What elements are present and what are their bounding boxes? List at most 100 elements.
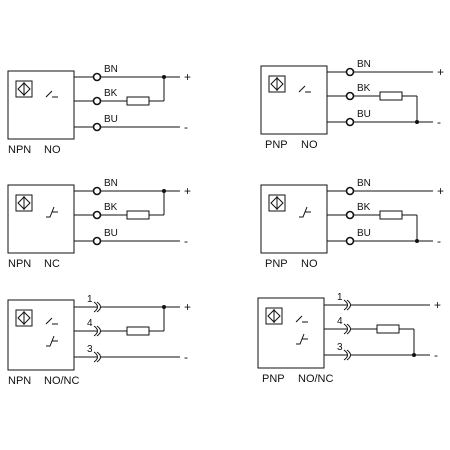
supply-negative-label: -: [184, 350, 188, 364]
terminal-icon: [92, 96, 102, 106]
wire-label-2: 4: [87, 318, 93, 329]
connector-icon: [343, 299, 348, 311]
diagram-5: 1 4 3 + - NPN NO/NC: [7, 294, 191, 387]
load-resistor-icon: [379, 210, 403, 220]
transistor-type-label: NPN: [8, 375, 31, 387]
wire-label-3: 3: [87, 344, 93, 355]
terminal-icon: [345, 91, 355, 101]
wire-label-1: 1: [337, 292, 343, 303]
sensor-coil-icon: [268, 194, 286, 212]
output-mode-label: NO: [44, 144, 61, 156]
junction-dot-icon: [415, 120, 419, 124]
junction-dot-icon: [412, 353, 416, 357]
terminal-icon: [345, 186, 355, 196]
supply-negative-label: -: [437, 234, 441, 248]
transistor-type-label: PNP: [265, 258, 288, 270]
connector-icon: [96, 325, 101, 337]
wire-label-3: BU: [104, 114, 118, 125]
wire-label-1: BN: [104, 64, 118, 75]
transistor-type-label: PNP: [262, 373, 285, 385]
terminal-icon: [92, 122, 102, 132]
nc-contact-icon: [299, 206, 311, 218]
terminal-icon: [92, 186, 102, 196]
sensor-body: [7, 184, 75, 254]
load-resistor-icon: [376, 324, 400, 334]
load-resistor-icon: [126, 210, 150, 220]
terminal-icon: [345, 210, 355, 220]
junction-dot-icon: [415, 239, 419, 243]
wire-label-3: BU: [104, 228, 118, 239]
supply-positive-label: +: [184, 70, 191, 84]
wire-label-2: 4: [337, 316, 343, 327]
terminal-icon: [345, 67, 355, 77]
sensor-coil-icon: [15, 194, 33, 212]
supply-positive-label: +: [437, 184, 444, 198]
wire-label-2: BK: [104, 88, 118, 99]
connector-icon: [93, 301, 98, 313]
transistor-type-label: NPN: [8, 258, 31, 270]
wire-label-1: BN: [357, 59, 371, 70]
sensor-coil-icon: [15, 309, 33, 327]
wire-label-3: 3: [337, 342, 343, 353]
output-mode-label: NO/NC: [44, 375, 80, 387]
output-mode-label: NO: [301, 258, 318, 270]
no-contact-icon: [45, 317, 58, 325]
wire-label-1: 1: [87, 294, 93, 305]
diagram-3: BN BK BU + - NPN NC: [7, 178, 191, 270]
supply-negative-label: -: [184, 120, 188, 134]
connector-icon: [93, 325, 98, 337]
connector-icon: [343, 349, 348, 361]
load-resistor-icon: [379, 91, 403, 101]
sensor-coil-icon: [15, 80, 33, 98]
diagram-1: BN BK BU + - NPN NO: [7, 64, 191, 156]
transistor-type-label: PNP: [265, 139, 288, 151]
sensor-body: [7, 70, 75, 140]
connector-icon: [93, 351, 98, 363]
supply-negative-label: -: [437, 115, 441, 129]
sensor-coil-icon: [268, 75, 286, 93]
nc-contact-icon: [296, 333, 308, 345]
connector-icon: [96, 351, 101, 363]
no-contact-icon: [298, 85, 311, 93]
terminal-icon: [345, 117, 355, 127]
wire-label-2: BK: [104, 202, 118, 213]
supply-negative-label: -: [434, 348, 438, 362]
wire-label-3: BU: [357, 228, 371, 239]
terminal-icon: [345, 236, 355, 246]
wire-label-2: BK: [357, 83, 371, 94]
sensor-body: [260, 65, 328, 135]
transistor-type-label: NPN: [8, 144, 31, 156]
load-resistor-icon: [126, 326, 150, 336]
no-contact-icon: [295, 315, 308, 323]
wire-label-1: BN: [357, 178, 371, 189]
supply-negative-label: -: [184, 234, 188, 248]
sensor-coil-icon: [265, 307, 283, 325]
diagram-2: BN BK BU + - PNP NO: [260, 59, 444, 151]
sensor-body: [257, 297, 325, 369]
terminal-icon: [92, 210, 102, 220]
connector-icon: [346, 299, 351, 311]
nc-contact-icon: [46, 335, 58, 347]
output-mode-label: NC: [44, 258, 60, 270]
terminal-icon: [92, 72, 102, 82]
supply-positive-label: +: [434, 298, 441, 312]
sensor-body: [7, 299, 75, 371]
supply-positive-label: +: [184, 184, 191, 198]
wire-label-2: BK: [357, 202, 371, 213]
output-mode-label: NO: [301, 139, 318, 151]
supply-positive-label: +: [184, 300, 191, 314]
sensor-body: [260, 184, 328, 254]
junction-dot-icon: [162, 189, 166, 193]
nc-contact-icon: [46, 206, 58, 218]
connector-icon: [346, 349, 351, 361]
junction-dot-icon: [162, 305, 166, 309]
supply-positive-label: +: [437, 65, 444, 79]
wire-label-3: BU: [357, 109, 371, 120]
connector-icon: [96, 301, 101, 313]
output-mode-label: NO/NC: [298, 373, 334, 385]
connector-icon: [343, 323, 348, 335]
wire-label-1: BN: [104, 178, 118, 189]
no-contact-icon: [45, 90, 58, 98]
junction-dot-icon: [162, 75, 166, 79]
